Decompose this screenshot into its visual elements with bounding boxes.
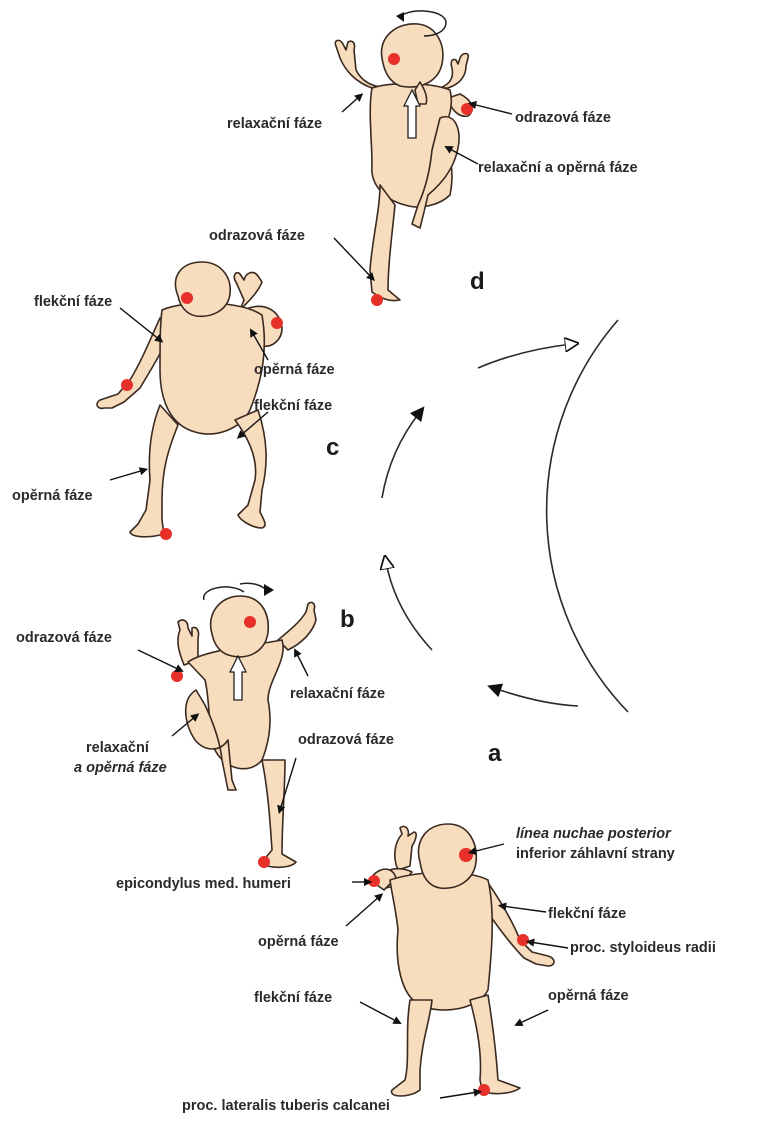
label-a-flek-leg: flekční fáze xyxy=(254,990,332,1007)
dot xyxy=(517,934,529,946)
cycle-arcs xyxy=(382,320,628,712)
label-a-linea-2: inferior záhlavní strany xyxy=(516,846,675,863)
dot xyxy=(244,616,256,628)
inner-arc-upper xyxy=(382,412,420,498)
dot xyxy=(121,379,133,391)
label-d-relax: relaxační fáze xyxy=(227,116,322,133)
label-d-relax-oper: relaxační a opěrná fáze xyxy=(478,160,638,177)
figure-letter-b: b xyxy=(340,606,355,634)
inner-arc-top xyxy=(478,344,572,368)
label-a-oper-arm: opěrná fáze xyxy=(258,934,339,951)
dot xyxy=(181,292,193,304)
dot xyxy=(459,848,473,862)
dot xyxy=(171,670,183,682)
label-a-calcanei: proc. lateralis tuberis calcanei xyxy=(182,1098,390,1115)
figure-letter-d: d xyxy=(470,268,485,296)
dot xyxy=(258,856,270,868)
inner-arc-bottom xyxy=(494,688,578,706)
figure-b xyxy=(178,596,316,867)
dot xyxy=(461,103,473,115)
label-c-flek-arm: flekční fáze xyxy=(34,294,112,311)
label-c-oper-leg: opěrná fáze xyxy=(12,488,93,505)
label-b-relax-arm: relaxační fáze xyxy=(290,686,385,703)
label-a-flek-arm: flekční fáze xyxy=(548,906,626,923)
dot xyxy=(478,1084,490,1096)
dot xyxy=(368,875,380,887)
label-b-relax-line1: relaxační xyxy=(86,740,149,757)
dot xyxy=(388,53,400,65)
figure-letter-a: a xyxy=(488,740,501,768)
label-a-oper-leg: opěrná fáze xyxy=(548,988,629,1005)
leader-lines xyxy=(110,96,568,1098)
label-b-odraz-leg: odrazová fáze xyxy=(298,732,394,749)
outer-arc xyxy=(547,320,628,712)
figure-a xyxy=(370,824,554,1096)
label-a-styloideus: proc. styloideus radii xyxy=(570,940,716,957)
label-c-flek-leg: flekční fáze xyxy=(254,398,332,415)
figure-d xyxy=(335,24,472,301)
dot xyxy=(160,528,172,540)
dot xyxy=(371,294,383,306)
label-a-epicondylus: epicondylus med. humeri xyxy=(116,876,291,893)
label-b-odraz-arm: odrazová fáze xyxy=(16,630,112,647)
inner-arc-lower xyxy=(386,562,432,650)
label-b-relax-line2: a opěrná fáze xyxy=(74,760,167,777)
figure-letter-c: c xyxy=(326,434,339,462)
label-c-oper-arm: opěrná fáze xyxy=(254,362,335,379)
dot xyxy=(271,317,283,329)
label-d-odraz-foot: odrazová fáze xyxy=(209,228,305,245)
label-a-linea-1: línea nuchae posterior xyxy=(516,826,671,843)
label-d-odraz-arm: odrazová fáze xyxy=(515,110,611,127)
